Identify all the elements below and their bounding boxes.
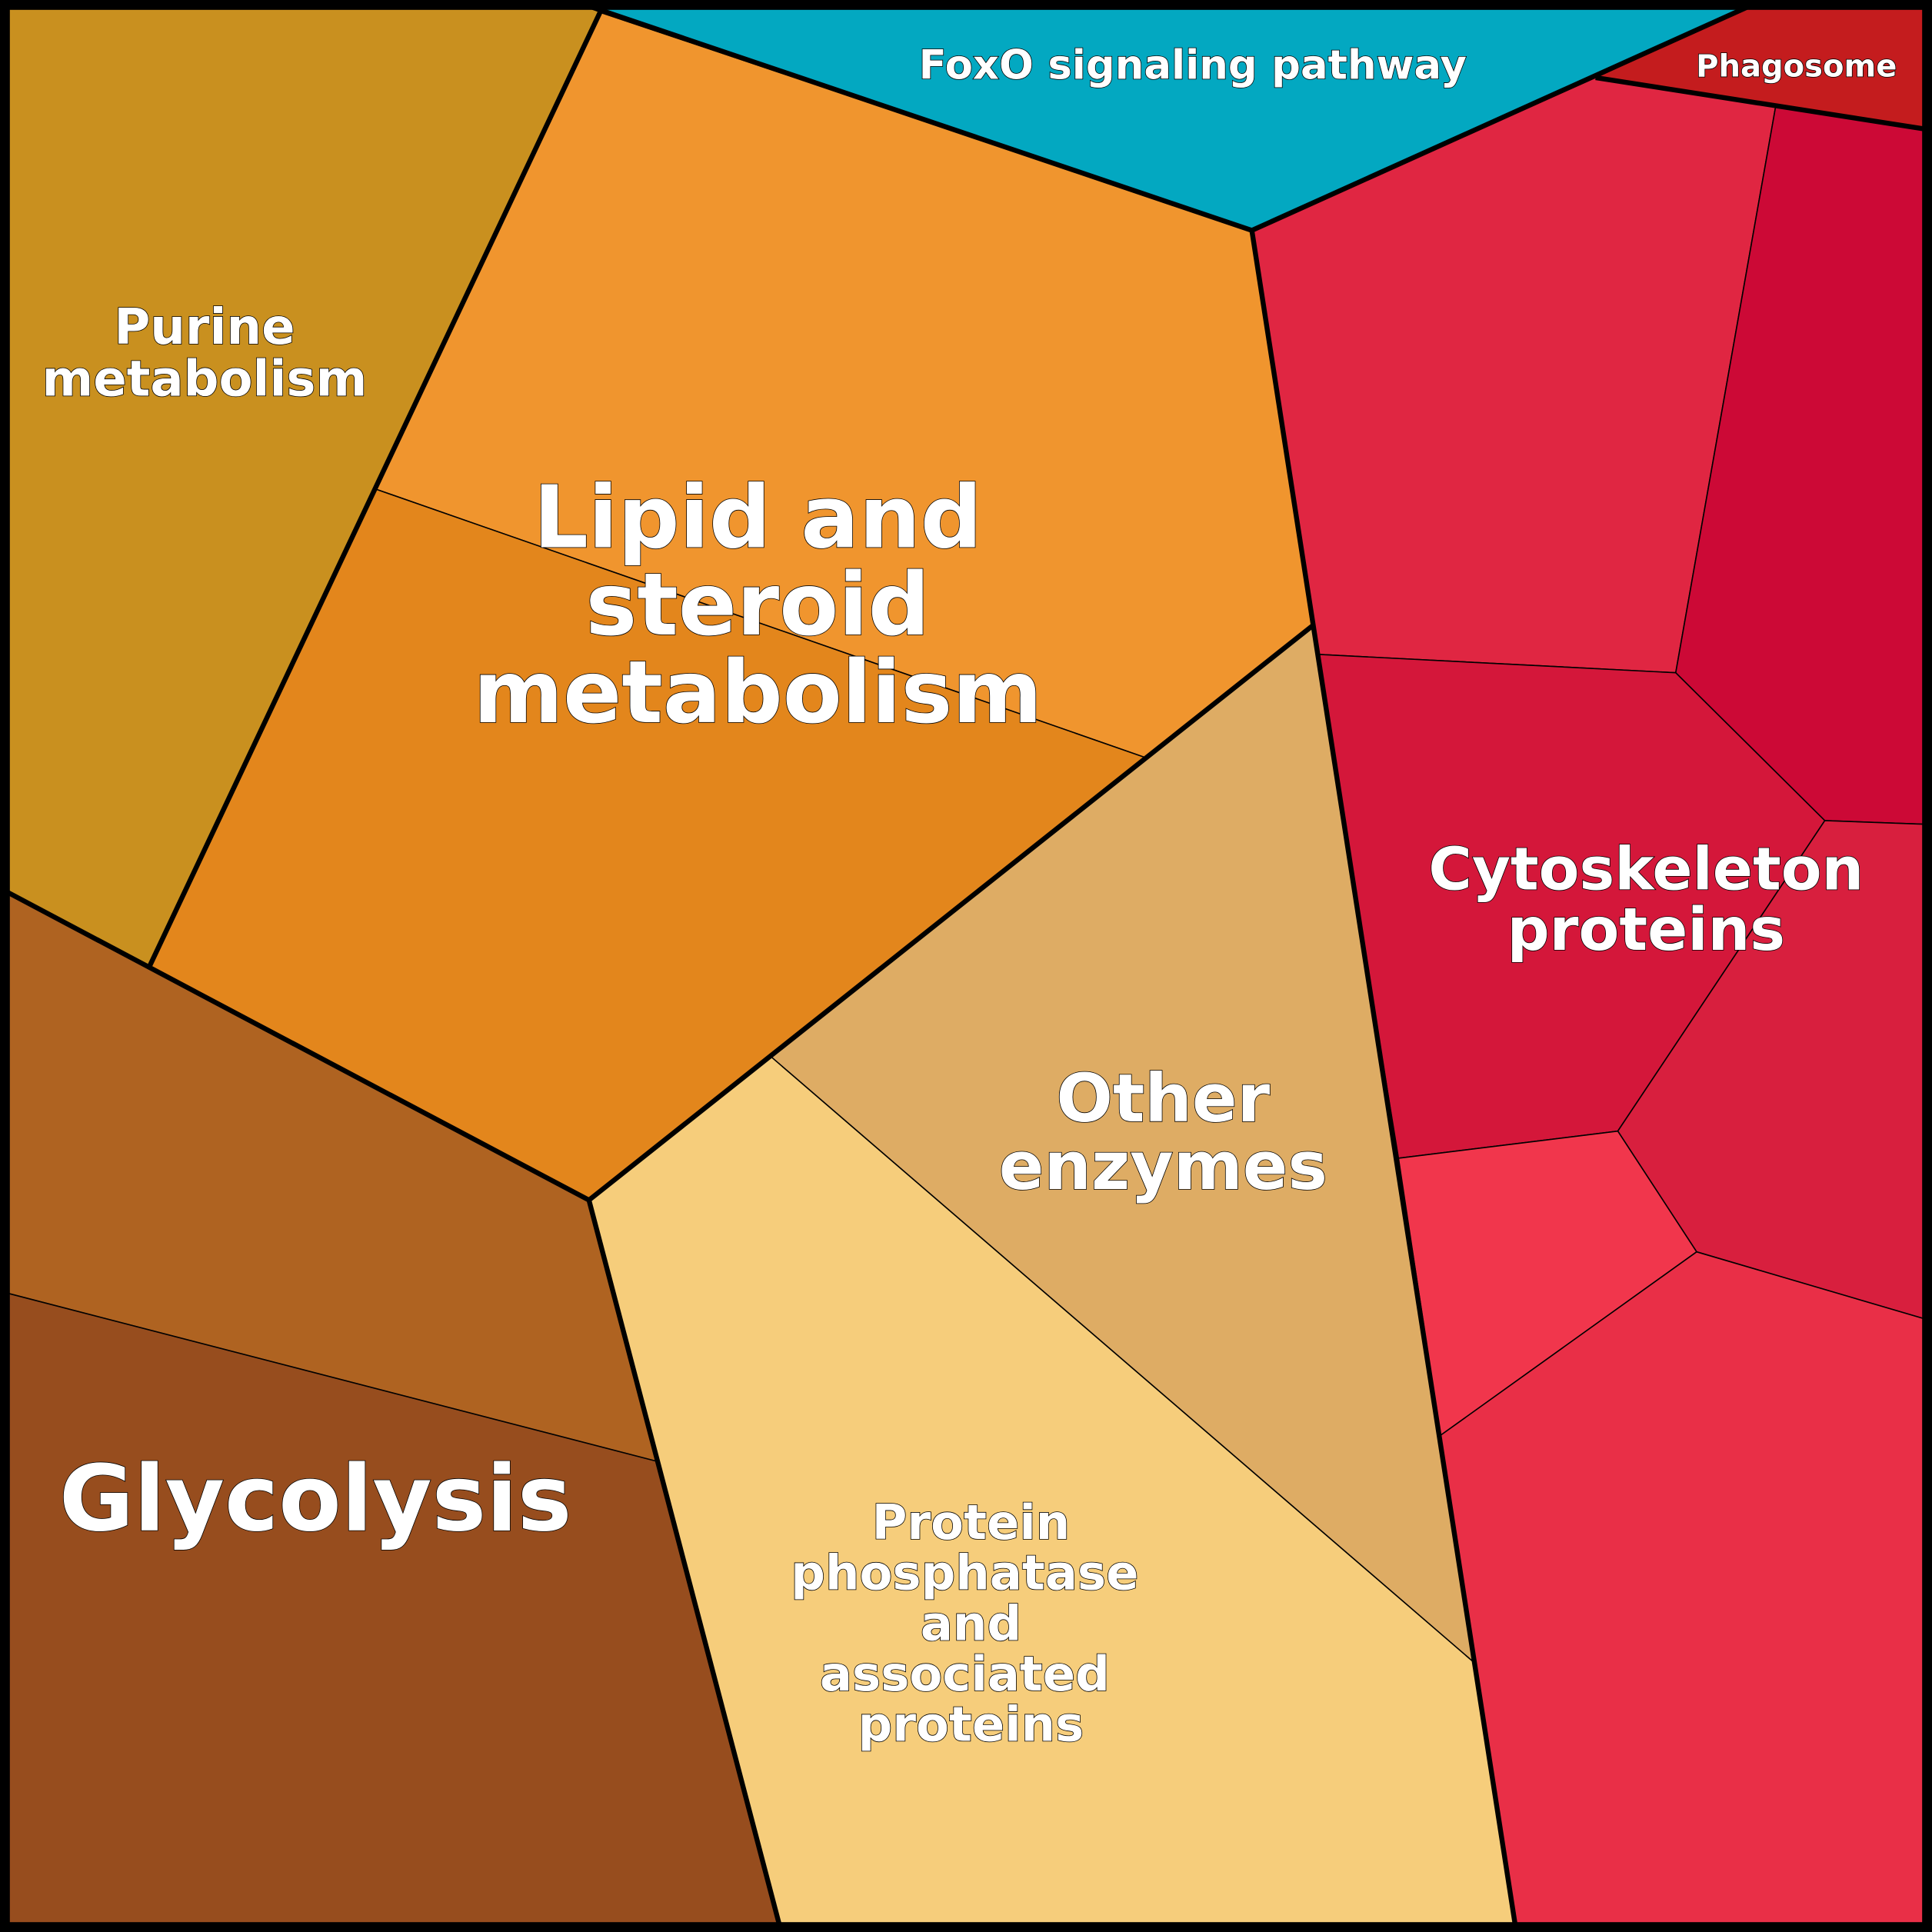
label-glycolysis: Glycolysis <box>59 1446 572 1552</box>
group-border <box>3 888 151 970</box>
label-phagosome: Phagosome <box>1696 48 1897 84</box>
group-border <box>1595 75 1928 132</box>
label-foxo: FoxO signaling pathway <box>919 42 1467 89</box>
group-border <box>146 11 1314 1203</box>
group-border <box>1249 230 1518 1928</box>
group-border <box>586 1199 783 1928</box>
